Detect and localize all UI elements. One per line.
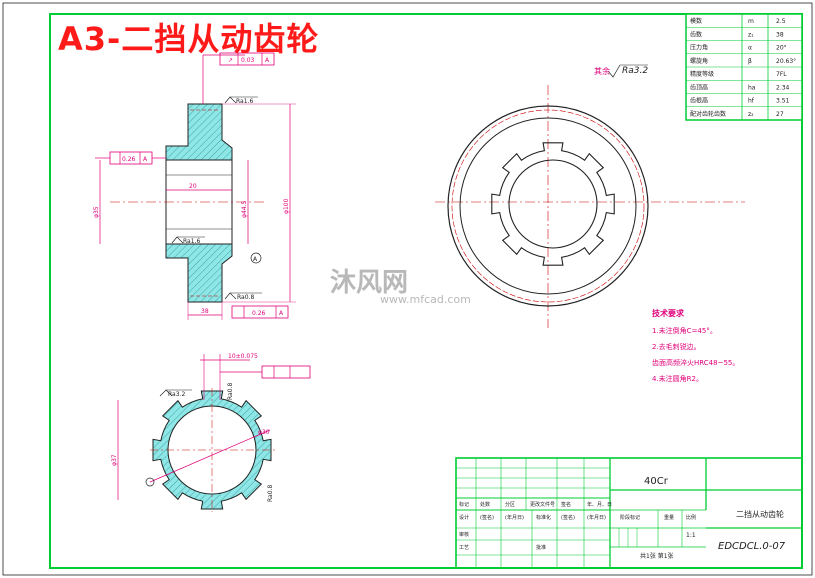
titleblock-header-cell: 签名 [561,502,572,508]
param-name: 齿数 [690,30,702,38]
tech-req-item: 1.未注倒角C=45°。 [652,327,717,335]
titleblock-header-cell: 年、月、日 [587,502,613,508]
gear-side-view [435,85,745,328]
gdt-bottom-value: 0.26 [252,310,266,317]
ra-08-label: Ra0.8 [237,294,254,301]
sheet-count: 共1张 第1张 [640,553,674,560]
parameter-table: 模数 m 2.5 齿数 z₁ 38 压力角 α 20° 螺旋角 β 20.63° 精度等级 7FL 齿顶高 h… [685,13,803,121]
gdt-left-datum: A [143,156,148,163]
stage-label: 阶段标记 [620,515,641,521]
param-name: 齿根高 [690,97,708,105]
dim-d2: φ35 [93,206,100,218]
part-name: 二挡从动齿轮 [736,510,784,519]
tech-req-title: 技术要求 [652,309,684,318]
titleblock-header-cell: 处数 [480,502,491,508]
param-symbol: α [748,45,752,52]
param-symbol: m [748,18,754,25]
param-symbol: hf [748,98,755,105]
title-block [455,457,803,569]
ra-top-label: Ra1.6 [236,98,253,105]
section-view: ↗ 0.03 A Ra1.6 0.26 A φ35 20 φ44.5 A φ10… [93,52,296,320]
tech-req-item: 2.去毛刺锐边。 [652,343,701,351]
param-value: 20.63° [776,58,796,65]
tech-req-item: 齿面高频淬火HRC48~55。 [652,359,740,367]
watermark-url: www.mfcad.com [380,293,471,306]
review-label: 审核 [459,532,470,538]
datum-a-label: A [253,256,258,263]
watermark-text: 沐风网 [330,268,409,298]
param-symbol: z₂ [748,111,754,118]
inner-border [49,13,803,569]
dim-spline-D: φ37 [111,454,118,466]
param-symbol: ha [748,84,756,91]
svg-text:↗: ↗ [228,57,233,64]
titleblock-header-cell: 更改文件号 [530,502,556,508]
titleblock-row-cell: (年月日) [587,515,606,521]
titleblock-row-cell: 设计 [459,515,470,521]
scale-label: 比例 [686,515,697,521]
titleblock-row-cell: (签名) [561,515,575,521]
param-value: 3.51 [776,98,790,105]
dim-d1: φ44.5 [241,201,248,219]
param-value: 2.5 [776,18,786,25]
scale-value: 1:1 [686,532,696,539]
param-symbol: z₁ [748,31,754,38]
param-name: 配对齿轮齿数 [690,110,726,118]
titleblock-row-cell: (年月日) [505,515,524,521]
roughness-note [607,64,648,78]
gdt-top-value: 0.03 [241,57,255,64]
dim-d3: φ100 [283,198,290,214]
titleblock-header-cell: 标记 [459,502,470,508]
param-value: 7FL [776,71,787,78]
titleblock-header-cell: 分区 [505,502,516,508]
dim-width: 20 [189,183,197,190]
tech-req-item: 4.未注圆角R2。 [652,375,703,383]
ra08c-label: Ra0.8 [267,485,274,502]
param-name: 模数 [690,17,702,25]
param-value: 38 [776,31,784,38]
ra32-label: Ra3.2 [168,391,185,398]
gdt-bottom-datum: A [279,310,284,317]
gdt-top-datum: A [265,57,270,64]
spline-section-view: φ30 φ37 10±0.075 Ra3.2 Ra0.8 Ra0.8 [111,353,311,512]
material: 40Cr [644,476,668,487]
process-label: 工艺 [459,545,470,551]
roughness-note-value: Ra3.2 [622,66,649,76]
titleblock-row-cell: (签名) [480,515,494,521]
param-value: 2.34 [776,84,790,91]
param-name: 精度等级 [690,70,714,78]
drawing-title: A3-二挡从动齿轮 [58,20,320,58]
weight-label: 重量 [664,515,675,521]
titleblock-row-cell: 标准化 [536,515,552,521]
dim-key-width: 10±0.075 [228,353,258,360]
param-symbol: β [748,58,752,65]
approve-label: 批准 [536,545,547,551]
param-name: 齿顶高 [690,83,708,91]
gdt-left-value: 0.26 [122,156,136,163]
param-value: 27 [776,111,784,118]
ra08b-label: Ra0.8 [227,383,234,400]
dim-bottom-w: 38 [201,308,209,315]
ra-mid-label: Ra1.6 [183,238,200,245]
param-value: 20° [776,45,787,52]
drawing-number: EDCDCL.0-07 [718,541,786,552]
param-name: 压力角 [690,44,708,52]
dim-spline-d: φ30 [258,429,270,436]
roughness-note-label: 其余 [594,67,610,76]
param-name: 螺旋角 [690,57,708,65]
